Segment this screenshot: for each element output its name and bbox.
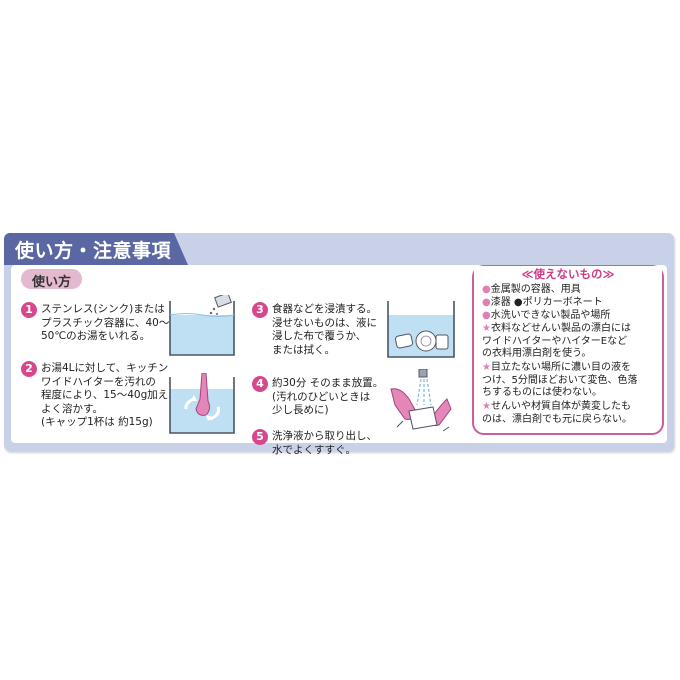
step-number: 1: [21, 302, 37, 318]
step-text: ステンレス(シンク)または プラスチック容器に、40～ 50℃のお湯をいれる。: [41, 303, 170, 342]
content-card: 使い方 1 ステンレス(シンク)または プラスチック容器に、40～ 50℃のお湯…: [11, 265, 667, 456]
stirring-hand-in-water-icon: [169, 373, 235, 434]
warnings-box: ≪使えないもの≫ ●金属製の容器、用具 ●漆器 ●ポリカーボネート ●水洗いでき…: [472, 265, 664, 435]
usage-tag: 使い方: [21, 269, 82, 290]
step-number: 3: [252, 302, 268, 318]
warning-text: 漆器 ●ポリカーボネート: [490, 297, 603, 308]
warnings-title: ≪使えないもの≫: [474, 266, 662, 282]
warning-item: ★せんいや材質自体が黄変したも のは、漂白剤でも元に戻らない。: [482, 401, 632, 426]
bullet-icon: ●: [482, 297, 491, 308]
usage-panel: 使い方・注意事項 使い方 1 ステンレス(シンク)または プラスチック容器に、4…: [4, 233, 674, 456]
step-text: 約30分 そのまま放置。 (汚れのひどいときは 少し長めに): [272, 377, 384, 416]
bullet-icon: ●: [482, 310, 491, 321]
rinsing-under-tap-icon: [390, 369, 452, 432]
step-text: 洗浄液から取り出し、 水でよくすすぐ。: [272, 430, 377, 456]
step-1: 1 ステンレス(シンク)または プラスチック容器に、40～ 50℃のお湯をいれる…: [21, 302, 171, 352]
step-4: 4 約30分 そのまま放置。 (汚れのひどいときは 少し長めに): [252, 376, 392, 421]
step-number: 5: [252, 429, 268, 445]
dishes-soaking-icon: [387, 301, 455, 358]
step-number: 2: [21, 361, 37, 377]
warning-item: ★衣料などせんい製品の漂白には ワイドハイターやハイターEなど の衣料用漂白剤を…: [482, 323, 631, 361]
warning-text: 目立たない場所に濃い目の液を つけ、5分間ほどおいて変色、色落 ちするものには使…: [482, 362, 638, 398]
step-5: 5 洗浄液から取り出し、 水でよくすすぐ。: [252, 429, 392, 459]
step-number: 4: [252, 376, 268, 392]
warning-text: 金属製の容器、用具: [490, 284, 581, 295]
star-icon: ★: [482, 401, 491, 412]
warning-text: 衣料などせんい製品の漂白には ワイドハイターやハイターEなど の衣料用漂白剤を使…: [482, 323, 631, 359]
bullet-icon: ●: [482, 284, 491, 295]
warning-item: ●水洗いできない製品や場所: [482, 310, 610, 323]
warning-item: ●漆器 ●ポリカーボネート: [482, 297, 603, 310]
warning-text: 水洗いできない製品や場所: [490, 310, 611, 321]
step-text: お湯4Lに対して、キッチン ワイドハイターを汚れの 程度により、15～40g加え…: [41, 362, 179, 428]
star-icon: ★: [482, 323, 491, 334]
usage-tag-label: 使い方: [31, 275, 71, 290]
warning-text: せんいや材質自体が黄変したも のは、漂白剤でも元に戻らない。: [482, 401, 632, 425]
step-text: 食器などを浸漬する。 浸せないものは、液に 浸した布で覆うか、 または拭く。: [272, 303, 377, 356]
star-icon: ★: [482, 362, 491, 373]
header-tab: 使い方・注意事項: [4, 233, 188, 265]
container-with-powder-icon: [169, 295, 235, 356]
warning-item: ★目立たない場所に濃い目の液を つけ、5分間ほどおいて変色、色落 ちするものには…: [482, 362, 638, 400]
step-3: 3 食器などを浸漬する。 浸せないものは、液に 浸した布で覆うか、 または拭く。: [252, 302, 392, 362]
step-2: 2 お湯4Lに対して、キッチン ワイドハイターを汚れの 程度により、15～40g…: [21, 361, 179, 436]
warning-item: ●金属製の容器、用具: [482, 284, 581, 297]
page-title: 使い方・注意事項: [15, 240, 172, 262]
